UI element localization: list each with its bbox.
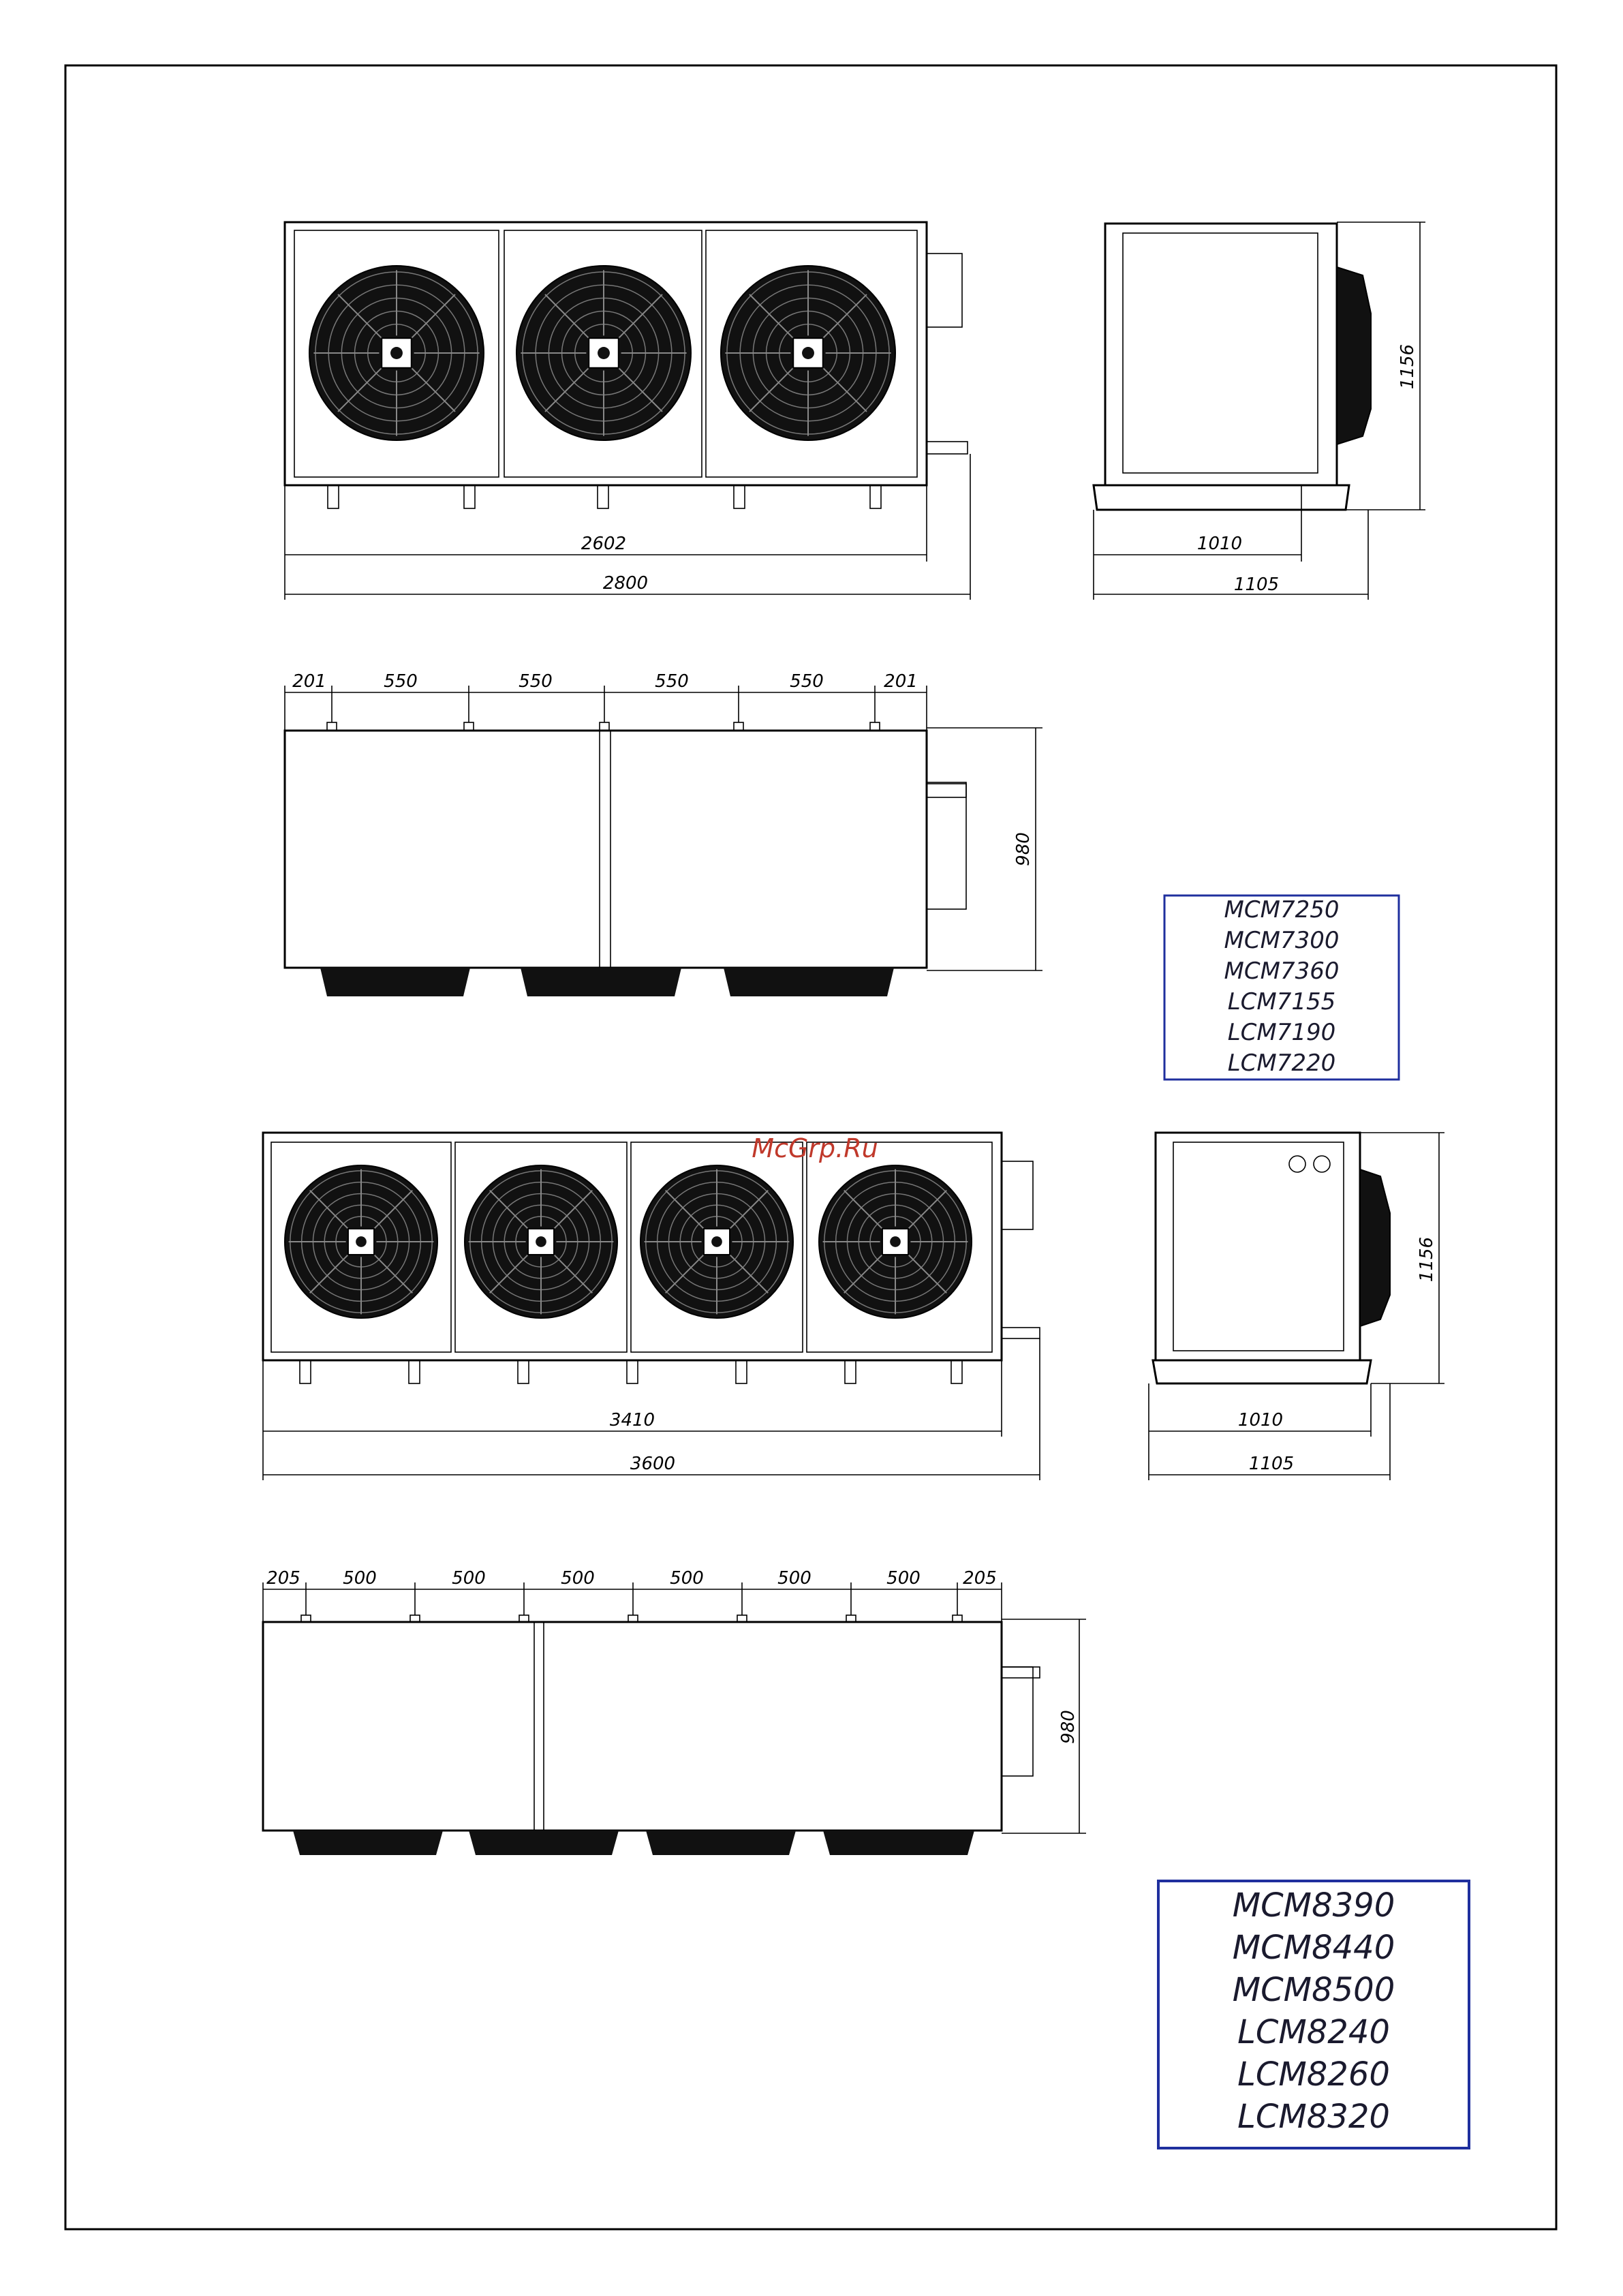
dim-view2-b3: 550 bbox=[655, 671, 689, 692]
view3-side bbox=[1149, 1133, 1444, 1480]
view2-top bbox=[285, 722, 966, 996]
fan-icon bbox=[640, 1165, 793, 1318]
dim-view2-height: 980 bbox=[1013, 832, 1034, 866]
fan-icon bbox=[516, 266, 691, 440]
model-label: LCM8240 bbox=[1237, 2013, 1390, 2051]
dim-view1-total-length: 2800 bbox=[603, 573, 648, 594]
model-label: LCM8260 bbox=[1237, 2055, 1390, 2094]
dim-view3-side-inner: 1010 bbox=[1238, 1410, 1283, 1430]
dim-view4-height: 980 bbox=[1058, 1710, 1079, 1744]
model-label: MCM7250 bbox=[1224, 896, 1340, 923]
fan-icon bbox=[309, 266, 484, 440]
model-label: LCM8320 bbox=[1237, 2098, 1390, 2136]
model-label: MCM8390 bbox=[1233, 1886, 1395, 1925]
dim-view4-b2: 500 bbox=[452, 1568, 486, 1589]
model-label: LCM7190 bbox=[1228, 1019, 1336, 1046]
model-label: LCM7220 bbox=[1228, 1050, 1336, 1077]
dim-view3-side-total: 1105 bbox=[1249, 1454, 1294, 1474]
model-label: MCM8500 bbox=[1233, 1971, 1395, 2009]
dim-view4-b3: 500 bbox=[561, 1568, 595, 1589]
dim-view1-inner-length: 2602 bbox=[581, 534, 626, 554]
dim-view2-b2: 550 bbox=[519, 671, 553, 692]
fan-icon bbox=[285, 1165, 437, 1318]
dim-view1-side-inner: 1010 bbox=[1197, 534, 1242, 554]
dim-view3-height: 1156 bbox=[1417, 1237, 1437, 1282]
view4-top bbox=[263, 1615, 1040, 1855]
dim-view3-total-length: 3600 bbox=[630, 1454, 675, 1474]
dim-view4-a: 205 bbox=[266, 1568, 300, 1589]
dim-view4-b5: 500 bbox=[777, 1568, 812, 1589]
dim-view2-b1: 550 bbox=[384, 671, 418, 692]
dim-view1-height: 1156 bbox=[1397, 344, 1418, 389]
model-label: LCM7155 bbox=[1228, 988, 1336, 1015]
dim-view4-b4: 500 bbox=[670, 1568, 704, 1589]
dim-view1-side-total: 1105 bbox=[1234, 575, 1279, 595]
model-label: MCM7300 bbox=[1224, 927, 1340, 954]
model-label: MCM7360 bbox=[1224, 958, 1340, 985]
view1-side bbox=[1094, 222, 1425, 600]
model-label: MCM8440 bbox=[1233, 1929, 1395, 1967]
dim-view2-b4: 550 bbox=[790, 671, 824, 692]
dim-view2-a: 201 bbox=[292, 671, 326, 692]
fan-icon bbox=[721, 266, 895, 440]
dim-view4-b6: 500 bbox=[886, 1568, 921, 1589]
dim-view4-c: 205 bbox=[963, 1568, 997, 1589]
dim-view3-inner-length: 3410 bbox=[610, 1410, 655, 1430]
watermark: McGrp.Ru bbox=[752, 1133, 878, 1163]
fan-icon bbox=[819, 1165, 972, 1318]
dim-view4-b1: 500 bbox=[343, 1568, 377, 1589]
dim-view2-c: 201 bbox=[884, 671, 918, 692]
fan-icon bbox=[465, 1165, 617, 1318]
